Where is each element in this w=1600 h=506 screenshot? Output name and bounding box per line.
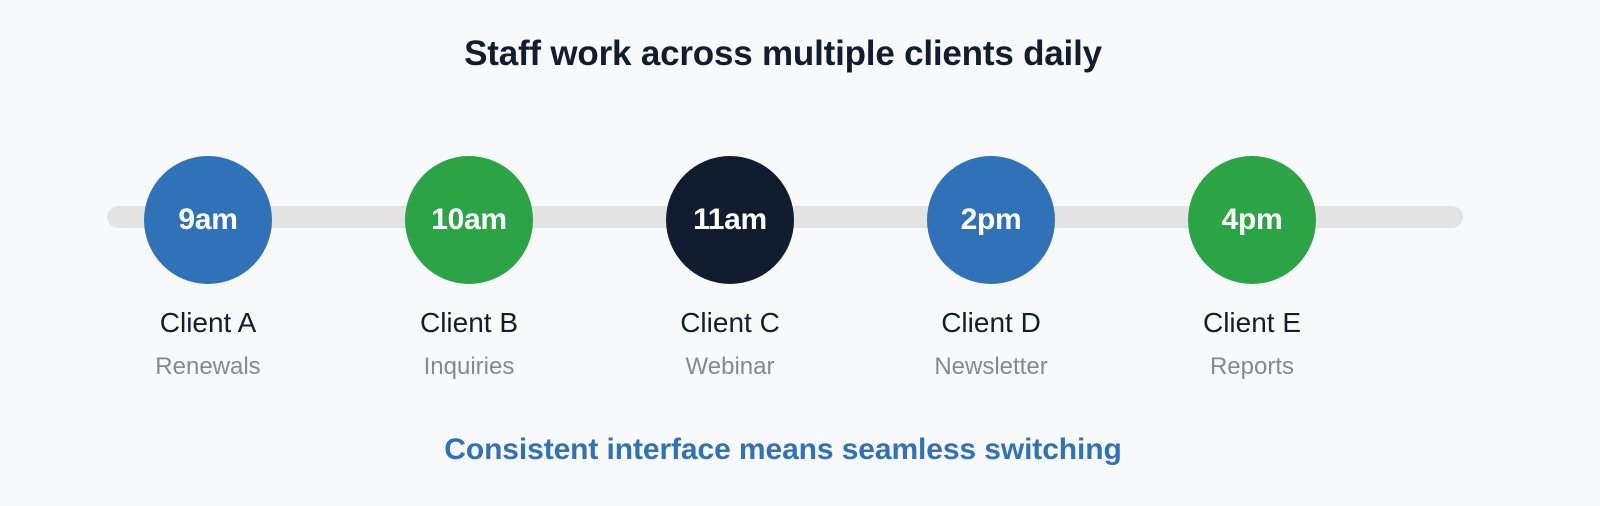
timeline-node-time: 4pm xyxy=(1221,203,1283,236)
timeline-client-name: Client D xyxy=(941,307,1041,338)
timeline-client-name: Client E xyxy=(1202,307,1302,338)
timeline-client-name: Client B xyxy=(419,307,519,338)
timeline-nodes: 9am 10am 11am 2pm 4pm xyxy=(107,156,1463,284)
timeline-row: 9am 10am 11am 2pm 4pm xyxy=(107,156,1463,284)
timeline-label-group-1: Client A Renewals xyxy=(88,306,328,381)
timeline-task-name: Webinar xyxy=(685,352,775,380)
timeline-node-time: 9am xyxy=(178,203,238,236)
timeline-label-group-3: Client C Webinar xyxy=(610,306,850,381)
timeline-node-time: 2pm xyxy=(960,203,1022,236)
timeline-node-3[interactable]: 11am xyxy=(666,156,794,284)
timeline-label-group-4: Client D Newsletter xyxy=(871,306,1111,381)
timeline-node-time: 11am xyxy=(693,203,767,236)
timeline-task-name: Reports xyxy=(1209,352,1295,380)
timeline-node-time: 10am xyxy=(431,203,507,236)
timeline-task-name: Inquiries xyxy=(423,352,515,380)
timeline-node-4[interactable]: 2pm xyxy=(927,156,1055,284)
timeline-label-group-5: Client E Reports xyxy=(1132,306,1372,381)
timeline-node-1[interactable]: 9am xyxy=(144,156,272,284)
timeline-client-name: Client C xyxy=(680,307,780,338)
timeline-node-5[interactable]: 4pm xyxy=(1188,156,1316,284)
timeline-client-name: Client A xyxy=(159,307,257,338)
page-title: Staff work across multiple clients daily xyxy=(464,34,1102,73)
timeline-node-2[interactable]: 10am xyxy=(405,156,533,284)
timeline-task-name: Renewals xyxy=(155,352,261,380)
footer-caption: Consistent interface means seamless swit… xyxy=(444,433,1122,466)
timeline-task-name: Newsletter xyxy=(934,352,1048,380)
timeline-label-group-2: Client B Inquiries xyxy=(349,306,589,381)
